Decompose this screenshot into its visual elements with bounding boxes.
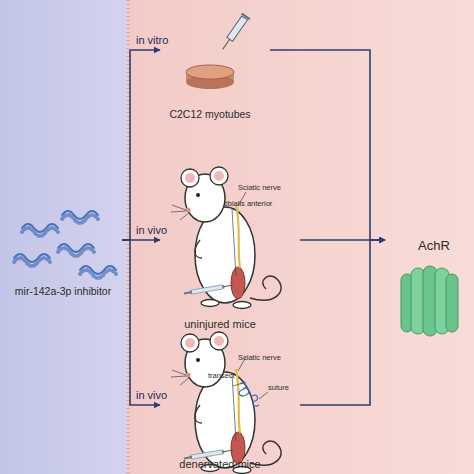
illustration-part [223, 39, 230, 49]
panel-divider [127, 0, 130, 474]
illustration-part [62, 215, 98, 223]
illustration-part [242, 13, 250, 19]
node-label: mir-142a-3p inhibitor [4, 285, 122, 297]
inhibitor-node: mir-142a-3p inhibitor [4, 200, 122, 305]
right-panel [127, 0, 474, 474]
node-label: transect [208, 372, 242, 381]
illustration-part [446, 274, 458, 332]
flow-arrow [300, 240, 385, 405]
mirna-strands [14, 211, 116, 278]
node-label: Sciatic nerve [238, 354, 288, 363]
illustration-part [14, 258, 50, 266]
receptor-icon [401, 266, 458, 336]
flow-arrow [300, 239, 385, 241]
mouse-model-node: Sciatic nerve tibialis anterior uninjured … [160, 140, 300, 335]
node-label: Sciatic nerve [238, 184, 288, 193]
mouse-model-node: Sciatic nerve transect suture denervated mi… [160, 340, 300, 472]
petri-dish [186, 65, 234, 89]
flow-arrow [122, 239, 160, 241]
transect-mark [233, 382, 268, 406]
illustration-part [22, 228, 58, 236]
node-label: denervated mice [160, 458, 280, 471]
illustration-part [259, 392, 268, 399]
edge-label: in vivo [136, 224, 167, 236]
edge-label: in vivo [136, 389, 167, 401]
illustration-part [252, 395, 259, 406]
node-label: C2C12 myotubes [160, 108, 260, 120]
receptor-node: AchR [385, 225, 470, 340]
illustration-part [80, 270, 116, 278]
flow-arrow [122, 50, 160, 240]
node-label: AchR [418, 239, 468, 254]
left-panel [0, 0, 127, 474]
node-label: uninjured mice [160, 318, 280, 331]
illustration-part [227, 16, 248, 41]
edge-label: in vitro [136, 34, 168, 46]
illustration-part [58, 248, 94, 256]
illustration-part [233, 382, 246, 386]
illustration-part [186, 65, 234, 79]
cell-culture-node: C2C12 myotubes [160, 18, 270, 128]
node-label: suture [268, 384, 298, 393]
syringe [219, 13, 250, 52]
node-label: tibialis anterior [224, 200, 284, 209]
illustration-part [239, 383, 249, 396]
flow-arrow [270, 50, 385, 240]
flow-arrow [122, 240, 160, 405]
